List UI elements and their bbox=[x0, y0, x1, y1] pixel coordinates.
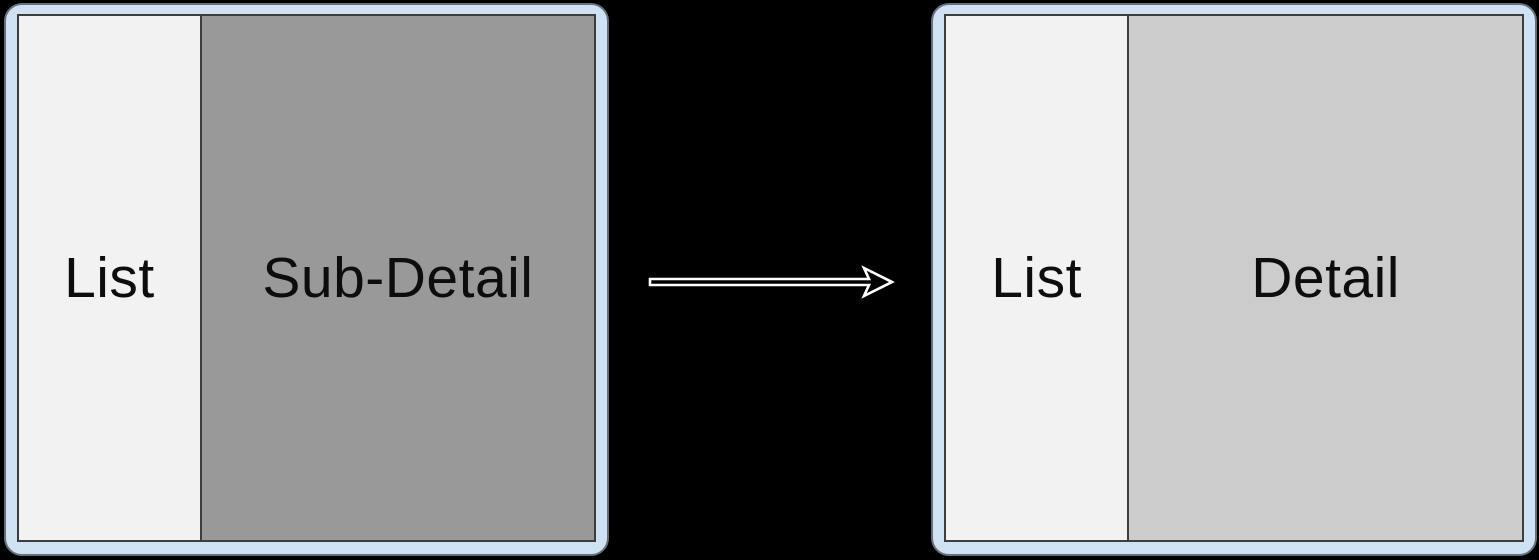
before-subdetail-label: Sub-Detail bbox=[262, 245, 534, 310]
after-list-label: List bbox=[991, 245, 1082, 310]
before-subdetail-pane: Sub-Detail bbox=[201, 16, 594, 540]
transition-arrow-icon bbox=[645, 257, 897, 307]
after-list-pane: List bbox=[946, 16, 1130, 540]
after-screen: List Detail bbox=[944, 14, 1524, 542]
before-device-frame: List Sub-Detail bbox=[4, 3, 609, 556]
after-device-frame: List Detail bbox=[931, 3, 1537, 556]
before-screen: List Sub-Detail bbox=[17, 14, 596, 542]
after-detail-pane: Detail bbox=[1129, 16, 1522, 540]
before-list-label: List bbox=[64, 245, 155, 310]
after-detail-label: Detail bbox=[1251, 245, 1400, 310]
before-list-pane: List bbox=[19, 16, 202, 540]
